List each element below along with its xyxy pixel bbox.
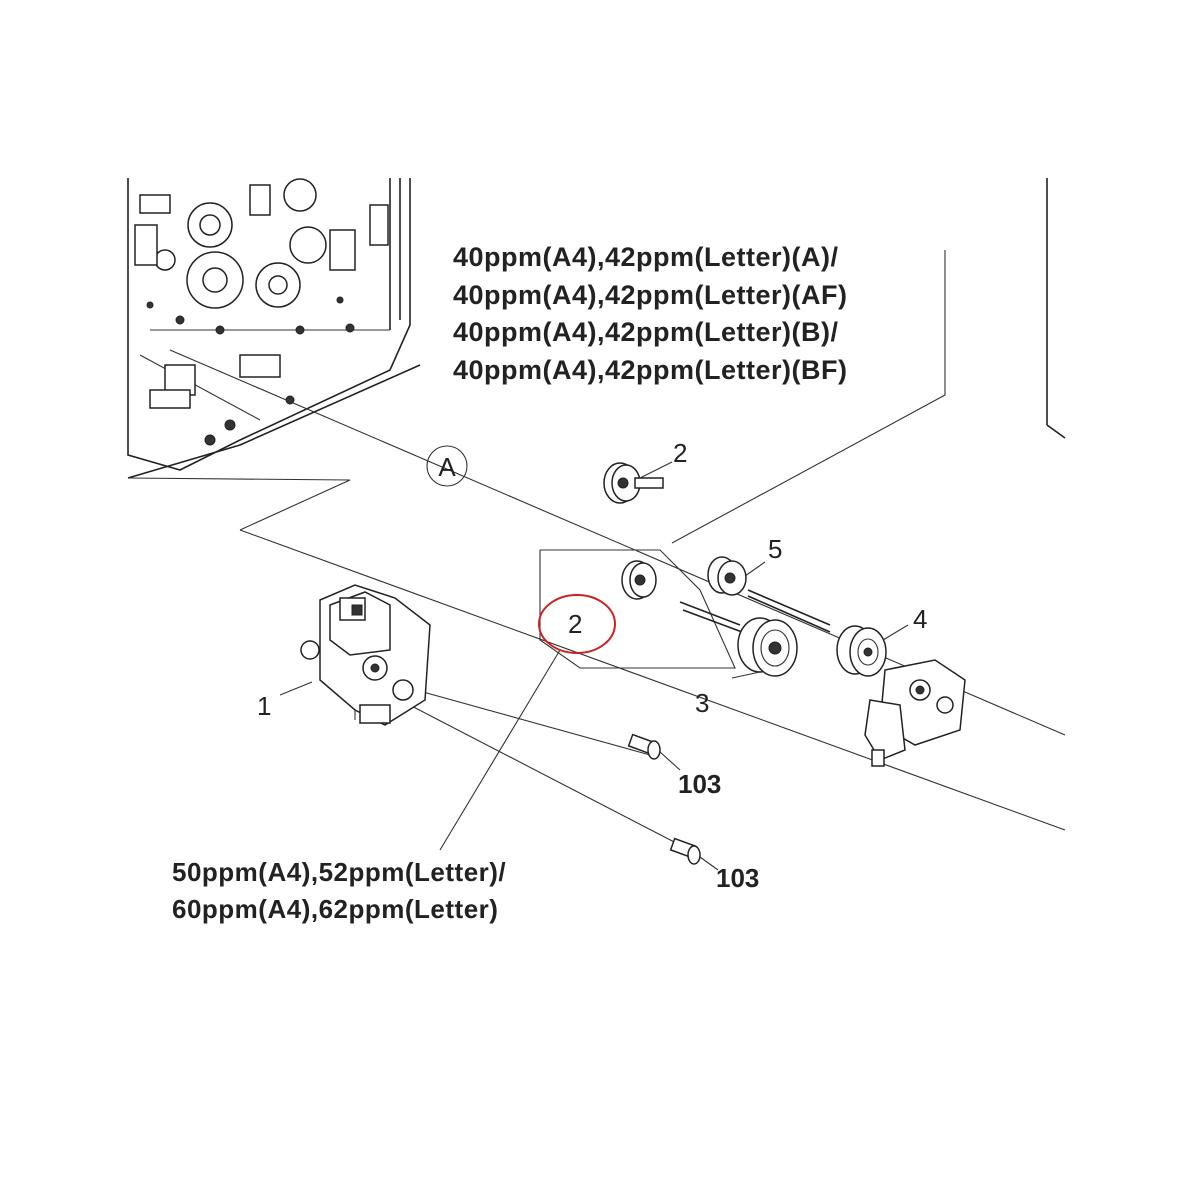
optional-gear bbox=[621, 560, 657, 600]
callout-part-2-highlighted: 2 bbox=[568, 609, 582, 639]
highlight-circle bbox=[538, 594, 616, 654]
screw-103-upper bbox=[627, 733, 681, 771]
bottom-caption: 50ppm(A4),52ppm(Letter)/ 60ppm(A4),62ppm… bbox=[172, 857, 506, 924]
drive-unit-part-1 bbox=[279, 584, 431, 726]
callout-part-1: 1 bbox=[257, 691, 271, 721]
gear-part-5 bbox=[707, 556, 831, 633]
bottom-caption-line-2: 60ppm(A4),62ppm(Letter) bbox=[172, 894, 498, 924]
bottom-caption-leader bbox=[439, 649, 561, 851]
gear-part-4 bbox=[836, 624, 909, 677]
top-caption-line-4: 40ppm(A4),42ppm(Letter)(BF) bbox=[453, 355, 848, 385]
gear-part-2 bbox=[603, 461, 673, 504]
reference-a-label: A bbox=[438, 452, 456, 482]
top-caption-line-2: 40ppm(A4),42ppm(Letter)(AF) bbox=[453, 280, 848, 310]
reference-a-marker: A bbox=[426, 445, 468, 487]
callout-screw-103-lower: 103 bbox=[716, 863, 759, 893]
machine-frame bbox=[127, 178, 421, 479]
top-caption-line-1: 40ppm(A4),42ppm(Letter)(A)/ bbox=[453, 242, 839, 272]
axis-lines bbox=[127, 349, 1066, 846]
screw-103-lower bbox=[669, 837, 719, 871]
callout-part-3: 3 bbox=[695, 688, 709, 718]
gear-bracket-assembly bbox=[864, 659, 966, 767]
right-frame-edge bbox=[1046, 178, 1066, 439]
bottom-caption-line-1: 50ppm(A4),52ppm(Letter)/ bbox=[172, 857, 506, 887]
gear-part-3 bbox=[731, 617, 798, 679]
callout-part-2-upper: 2 bbox=[673, 438, 687, 468]
optional-gear-bracket bbox=[539, 549, 736, 669]
top-caption-leader bbox=[671, 250, 946, 544]
callout-part-5: 5 bbox=[768, 534, 782, 564]
shaft bbox=[679, 601, 743, 633]
top-caption: 40ppm(A4),42ppm(Letter)(A)/ 40ppm(A4),42… bbox=[453, 242, 848, 385]
callout-screw-103-upper: 103 bbox=[678, 769, 721, 799]
top-caption-line-3: 40ppm(A4),42ppm(Letter)(B)/ bbox=[453, 317, 839, 347]
callout-part-4: 4 bbox=[913, 604, 927, 634]
